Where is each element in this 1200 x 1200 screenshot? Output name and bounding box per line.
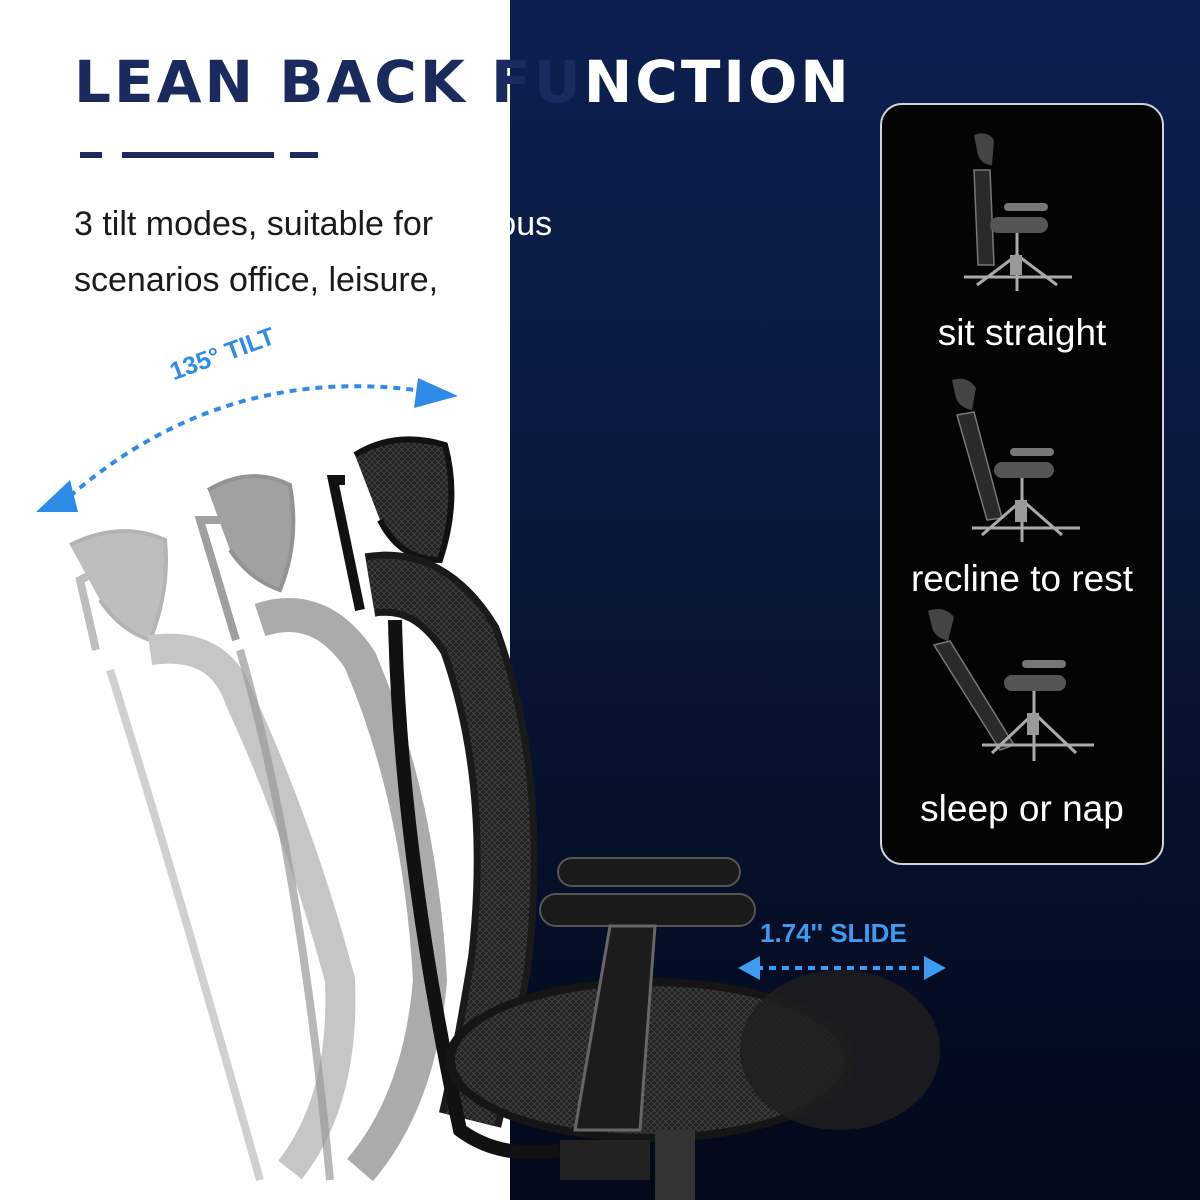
mode-label-0: sit straight [938,312,1107,353]
mode-icons: sit straight recline to rest sleep or na… [911,133,1134,829]
slide-arrow [738,956,946,980]
slide-label: 1.74'' SLIDE [760,918,907,948]
title-underline-dash [290,152,318,158]
subtitle-line-2: scenarios office, leisure, nap [74,261,505,299]
mode-label-2: sleep or nap [920,788,1124,829]
subtitle: 3 tilt modes, suitable for various scena… [74,196,674,308]
chair-upright-icon [964,133,1072,291]
mode-label-1: recline to rest [911,558,1134,599]
chair-ghost-far [69,529,356,1182]
title-underline-dash [122,152,274,158]
subtitle-line-1: 3 tilt modes, suitable for various [74,205,553,243]
tilt-arc-arrow [36,378,458,512]
chair-solid [326,436,940,1200]
chair-nap-icon [928,609,1094,761]
chair-recline-icon [952,378,1080,542]
title-underline-dash [80,152,102,158]
headline: LEAN BACK FUNCTION [74,48,852,116]
tilt-modes-panel: sit straight recline to rest sleep or na… [880,103,1164,865]
